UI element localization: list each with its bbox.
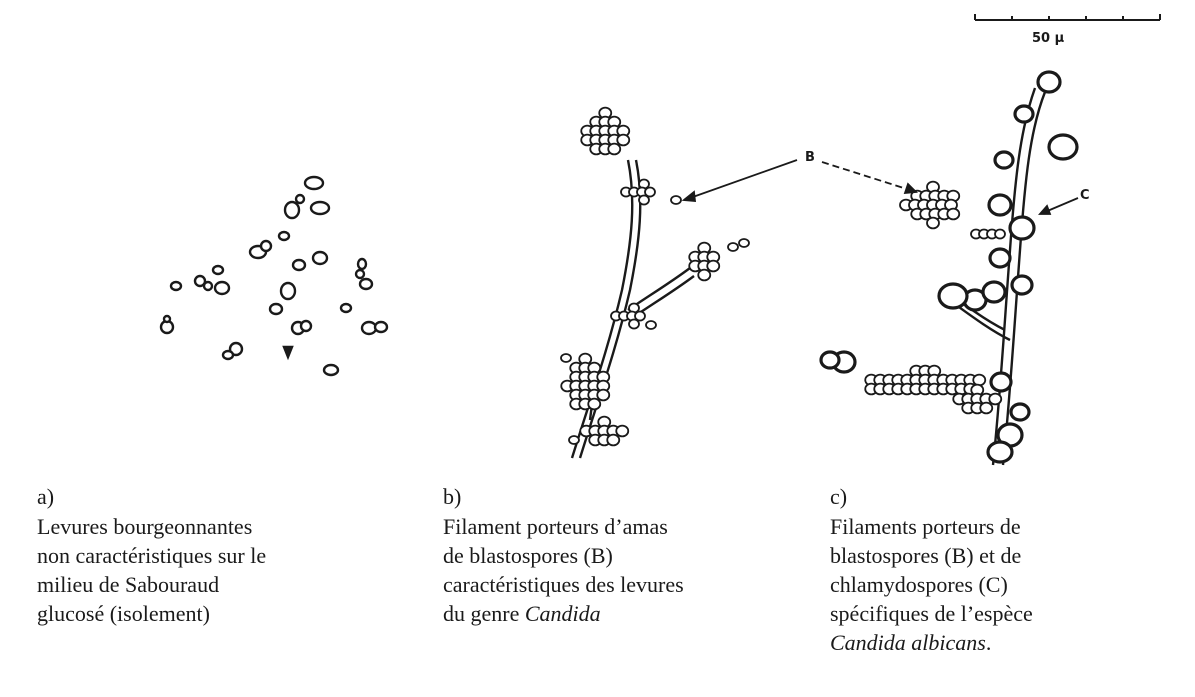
blastospore xyxy=(980,403,992,414)
caption-a-line-3: milieu de Sabouraud xyxy=(37,570,397,599)
panel-a-yeasts xyxy=(161,177,387,375)
blastospore xyxy=(671,196,681,204)
caption-c-letter: c) xyxy=(830,482,1190,511)
yeast-cell xyxy=(360,279,372,289)
blastospore xyxy=(707,261,719,272)
blastospore xyxy=(947,209,959,220)
panel-b-blastospore-clusters xyxy=(561,108,749,446)
blastospore xyxy=(973,375,985,386)
yeast-cell xyxy=(341,304,351,312)
chlamydospore xyxy=(995,152,1013,168)
caption-b-line-2: de blastospores (B) xyxy=(443,541,803,570)
caption-c-period: . xyxy=(986,630,992,655)
yeast-cell xyxy=(356,270,364,278)
blastospore xyxy=(588,399,600,410)
yeast-cell xyxy=(223,351,233,359)
caption-b-line-4: du genre Candida xyxy=(443,599,803,628)
caption-a-line-4: glucosé (isolement) xyxy=(37,599,397,628)
caption-b-line-3: caractéristiques des levures xyxy=(443,570,803,599)
blastospore xyxy=(629,320,639,329)
blastospore xyxy=(995,230,1005,239)
chlamydospore xyxy=(988,442,1012,462)
caption-a-line-2: non caractéristiques sur le xyxy=(37,541,397,570)
caption-a-letter: a) xyxy=(37,482,397,511)
marker-b: B xyxy=(805,150,815,165)
yeast-cell xyxy=(285,202,299,218)
blastospore xyxy=(698,270,710,281)
caption-c-line-4: spécifiques de l’espèce xyxy=(830,599,1190,628)
yeast-cell xyxy=(261,241,271,251)
blastospore xyxy=(597,390,609,401)
caption-a-line-1: Levures bourgeonnantes xyxy=(37,512,397,541)
scale-bar xyxy=(975,14,1160,20)
yeast-cell xyxy=(213,266,223,274)
yeast-cell xyxy=(215,282,229,294)
chlamydospore xyxy=(991,373,1011,391)
yeast-cell xyxy=(293,260,305,270)
yeast-cell xyxy=(324,365,338,375)
chlamydospore xyxy=(939,284,967,308)
caption-c: c) Filaments porteurs de blastospores (B… xyxy=(830,482,1190,657)
arrowhead-mark xyxy=(284,347,292,357)
chlamydospore xyxy=(1015,106,1033,122)
yeast-cell xyxy=(279,232,289,240)
chlamydospore xyxy=(990,249,1010,267)
caption-c-species: Candida albicans xyxy=(830,630,986,655)
yeast-cell xyxy=(301,321,311,331)
chlamydospore xyxy=(1011,404,1029,420)
yeast-cell xyxy=(204,282,212,290)
caption-c-line-1: Filaments porteurs de xyxy=(830,512,1190,541)
blastospore xyxy=(608,144,620,155)
blastospore xyxy=(728,243,738,251)
caption-b-letter: b) xyxy=(443,482,803,511)
caption-b-genus: Candida xyxy=(525,601,601,626)
yeast-cell xyxy=(164,316,170,322)
caption-c-line-3: chlamydospores (C) xyxy=(830,570,1190,599)
yeast-cell xyxy=(171,282,181,290)
chlamydospore xyxy=(989,195,1011,215)
blastospore xyxy=(739,239,749,247)
yeast-cell xyxy=(313,252,327,264)
yeast-cell xyxy=(270,304,282,314)
blastospore xyxy=(569,436,579,444)
yeast-cell xyxy=(305,177,323,189)
blastospore xyxy=(616,426,628,437)
blastospore xyxy=(639,196,649,205)
caption-b-line-4-text: du genre xyxy=(443,601,525,626)
caption-b-line-1: Filament porteurs d’amas xyxy=(443,512,803,541)
blastospore xyxy=(617,135,629,146)
yeast-cell xyxy=(358,259,366,269)
caption-c-line-2: blastospores (B) et de xyxy=(830,541,1190,570)
chlamydospore xyxy=(1038,72,1060,92)
blastospore xyxy=(607,435,619,446)
chlamydospore xyxy=(1012,276,1032,294)
scale-bar-label: 50 µ xyxy=(1032,31,1064,46)
caption-b: b) Filament porteurs d’amas de blastospo… xyxy=(443,482,803,628)
marker-c: C xyxy=(1080,188,1090,203)
blastospore xyxy=(561,354,571,362)
chlamydospore xyxy=(821,352,839,368)
yeast-cell xyxy=(375,322,387,332)
caption-c-line-5: Candida albicans. xyxy=(830,628,1190,657)
blastospore xyxy=(927,218,939,229)
chlamydospore xyxy=(983,282,1005,302)
blastospore xyxy=(646,321,656,329)
caption-a: a) Levures bourgeonnantes non caractéris… xyxy=(37,482,397,628)
yeast-cell xyxy=(296,195,304,203)
yeast-cell xyxy=(281,283,295,299)
panel-c-spores xyxy=(821,72,1077,462)
blastospore xyxy=(989,394,1001,405)
chlamydospore xyxy=(1010,217,1034,239)
yeast-cell xyxy=(311,202,329,214)
arrows xyxy=(684,160,1078,214)
chlamydospore xyxy=(1049,135,1077,159)
